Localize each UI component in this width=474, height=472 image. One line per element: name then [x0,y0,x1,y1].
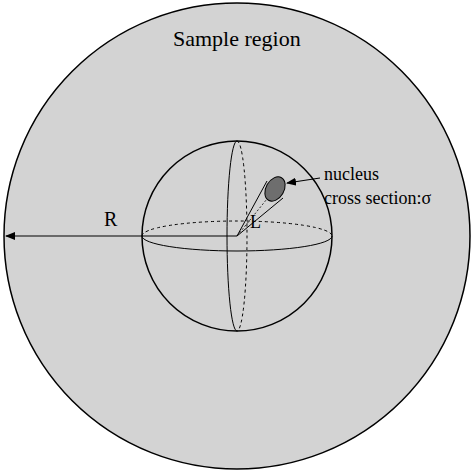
dimension-label: R [104,208,117,231]
part-name: cross section:σ [324,188,431,209]
dimension-label: L [250,212,261,233]
region-title: Sample region [173,26,301,51]
part-name: nucleus [324,164,379,185]
